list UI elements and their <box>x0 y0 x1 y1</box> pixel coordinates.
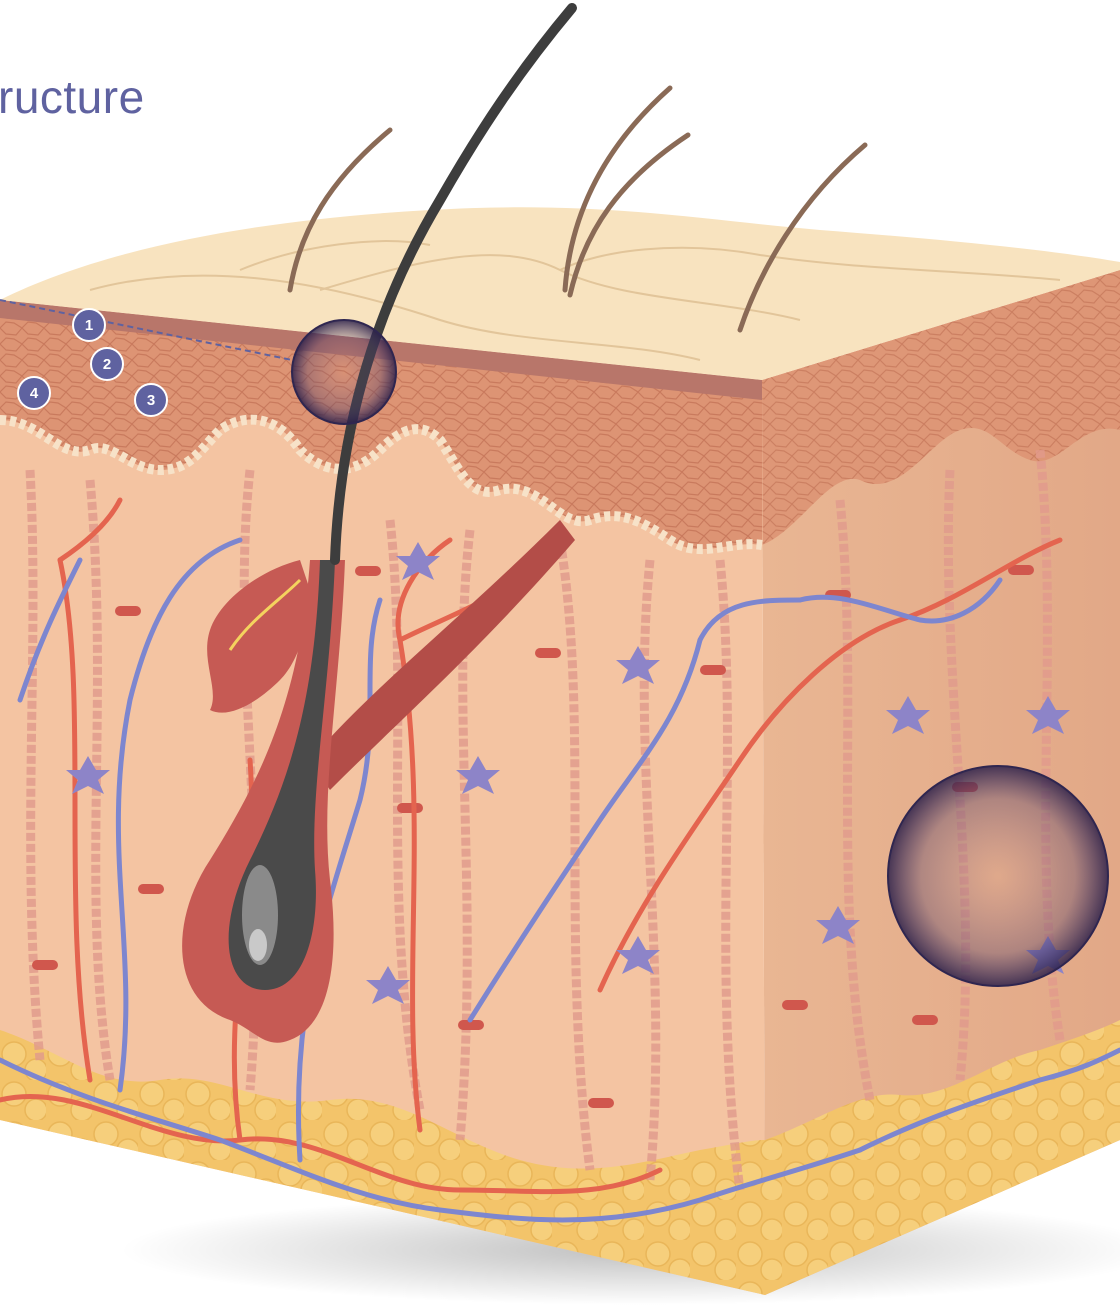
marker-4[interactable]: 4 <box>18 377 50 409</box>
magnifier-dermis[interactable] <box>888 766 1108 986</box>
marker-4-label: 4 <box>30 385 39 402</box>
magnifier-epidermis[interactable] <box>292 320 396 424</box>
marker-2-label: 2 <box>103 356 111 373</box>
papilla-highlight <box>249 929 267 961</box>
marker-2[interactable]: 2 <box>91 348 123 380</box>
marker-3-label: 3 <box>147 392 155 409</box>
marker-3[interactable]: 3 <box>135 384 167 416</box>
marker-1-label: 1 <box>85 317 93 334</box>
marker-1[interactable]: 1 <box>73 309 105 341</box>
